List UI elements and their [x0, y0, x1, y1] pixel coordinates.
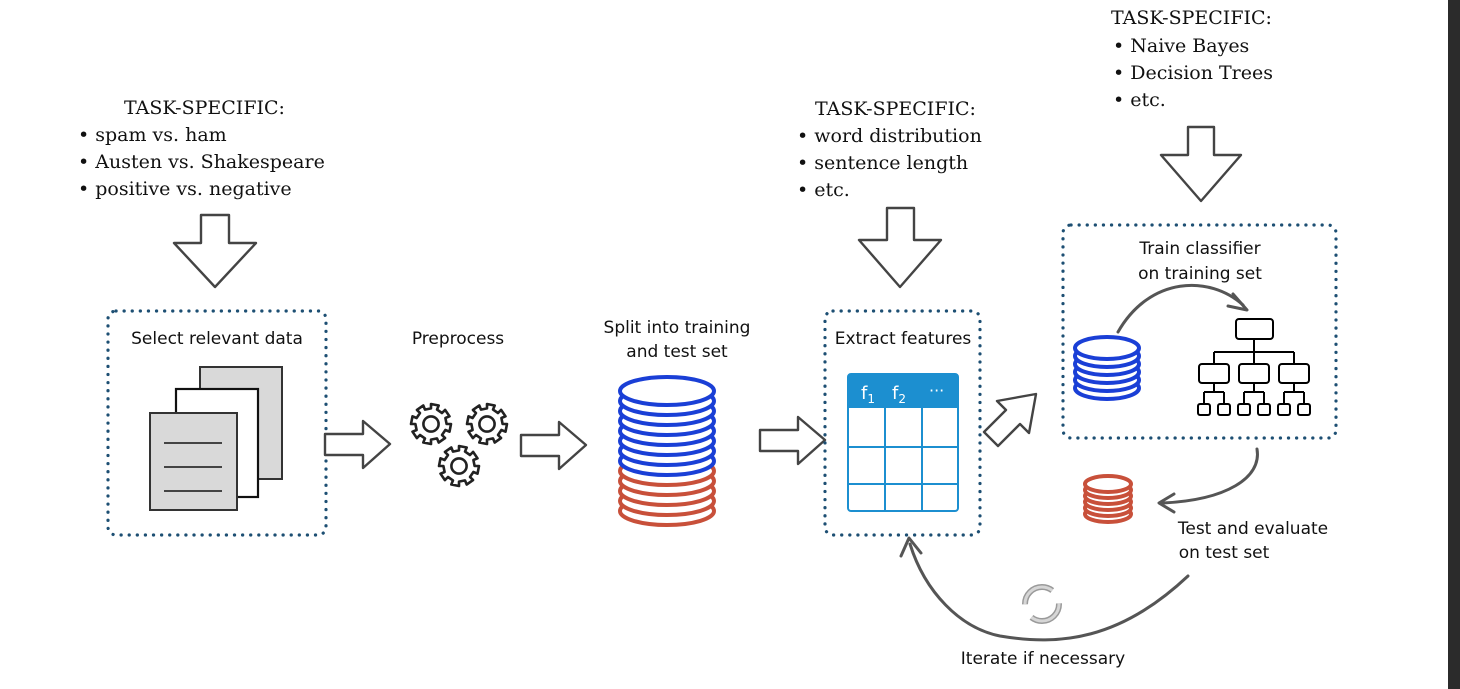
training-disk [618, 375, 716, 407]
training-disk [1073, 335, 1141, 361]
split-label-line2: and test set [626, 342, 728, 362]
decision-tree-icon [1197, 318, 1311, 416]
train-label-line2: on training set [1138, 264, 1262, 284]
right-arrow-icon-3 [758, 415, 827, 466]
preprocess-label: Preprocess [412, 329, 504, 349]
test-set-stack-icon [1083, 474, 1133, 524]
test-label-line1: Test and evaluate [1177, 519, 1328, 539]
task-specific-classifier-note: TASK-SPECIFIC: • Naive Bayes • Decision … [1111, 7, 1273, 111]
training-set-stack-icon [1073, 335, 1141, 401]
task-item-etc-classifiers: • etc. [1113, 89, 1166, 111]
task-item-positive-negative: • positive vs. negative [78, 178, 292, 200]
down-arrow-icon-1 [172, 213, 258, 289]
right-arrow-icon-2 [519, 420, 588, 471]
select-data-box [106, 309, 328, 537]
train-curve-arrow [1116, 283, 1245, 334]
task-specific-heading-3: TASK-SPECIFIC: [1111, 7, 1272, 29]
down-arrow-icon-3 [1159, 125, 1243, 203]
documents-icon [149, 366, 283, 511]
test-curve-arrow [1161, 447, 1259, 505]
window-edge-bar [1448, 0, 1460, 689]
gear-hole [422, 415, 440, 433]
task-item-austen-shakespeare: • Austen vs. Shakespeare [78, 151, 325, 173]
test-curve-arrowhead [1157, 492, 1176, 514]
iterate-curve-arrowhead [899, 536, 923, 558]
task-item-etc-features: • etc. [797, 179, 850, 201]
extract-features-label: Extract features [835, 329, 972, 349]
feature-header-f1: f1 [861, 383, 875, 406]
train-classifier-box [1061, 223, 1338, 440]
feature-header-more: ··· [929, 381, 944, 400]
feature-table: f1 f2 ··· [847, 373, 959, 512]
task-specific-data-note: TASK-SPECIFIC: • spam vs. ham • Austen v… [78, 97, 325, 200]
task-specific-heading-2: TASK-SPECIFIC: [815, 98, 976, 120]
diagonal-arrow-icon [982, 392, 1038, 448]
task-item-spam-ham: • spam vs. ham [78, 124, 227, 146]
task-item-decision-trees: • Decision Trees [1113, 62, 1273, 84]
gear-hole [450, 457, 468, 475]
test-disk [1083, 474, 1133, 494]
task-specific-features-note: TASK-SPECIFIC: • word distribution • sen… [797, 98, 982, 201]
dataset-stack-icon [618, 375, 716, 527]
iterate-curve-arrow [908, 542, 1190, 642]
split-label-line1: Split into training [604, 318, 751, 338]
right-arrow-icon-1 [323, 419, 392, 470]
task-item-word-distribution: • word distribution [797, 125, 982, 147]
task-item-sentence-length: • sentence length [797, 152, 968, 174]
gears-icon [409, 402, 509, 488]
gear-hole [478, 415, 496, 433]
task-specific-heading-1: TASK-SPECIFIC: [124, 97, 285, 119]
train-curve-arrowhead [1226, 292, 1249, 312]
train-label-line1: Train classifier [1138, 239, 1260, 259]
select-data-label: Select relevant data [131, 329, 303, 349]
test-label-line2: on test set [1179, 543, 1270, 563]
iterate-label: Iterate if necessary [961, 649, 1125, 669]
down-arrow-icon-2 [857, 206, 943, 289]
task-item-naive-bayes: • Naive Bayes [1113, 35, 1249, 57]
feature-header-f2: f2 [892, 383, 906, 406]
refresh-icon [1022, 584, 1062, 624]
